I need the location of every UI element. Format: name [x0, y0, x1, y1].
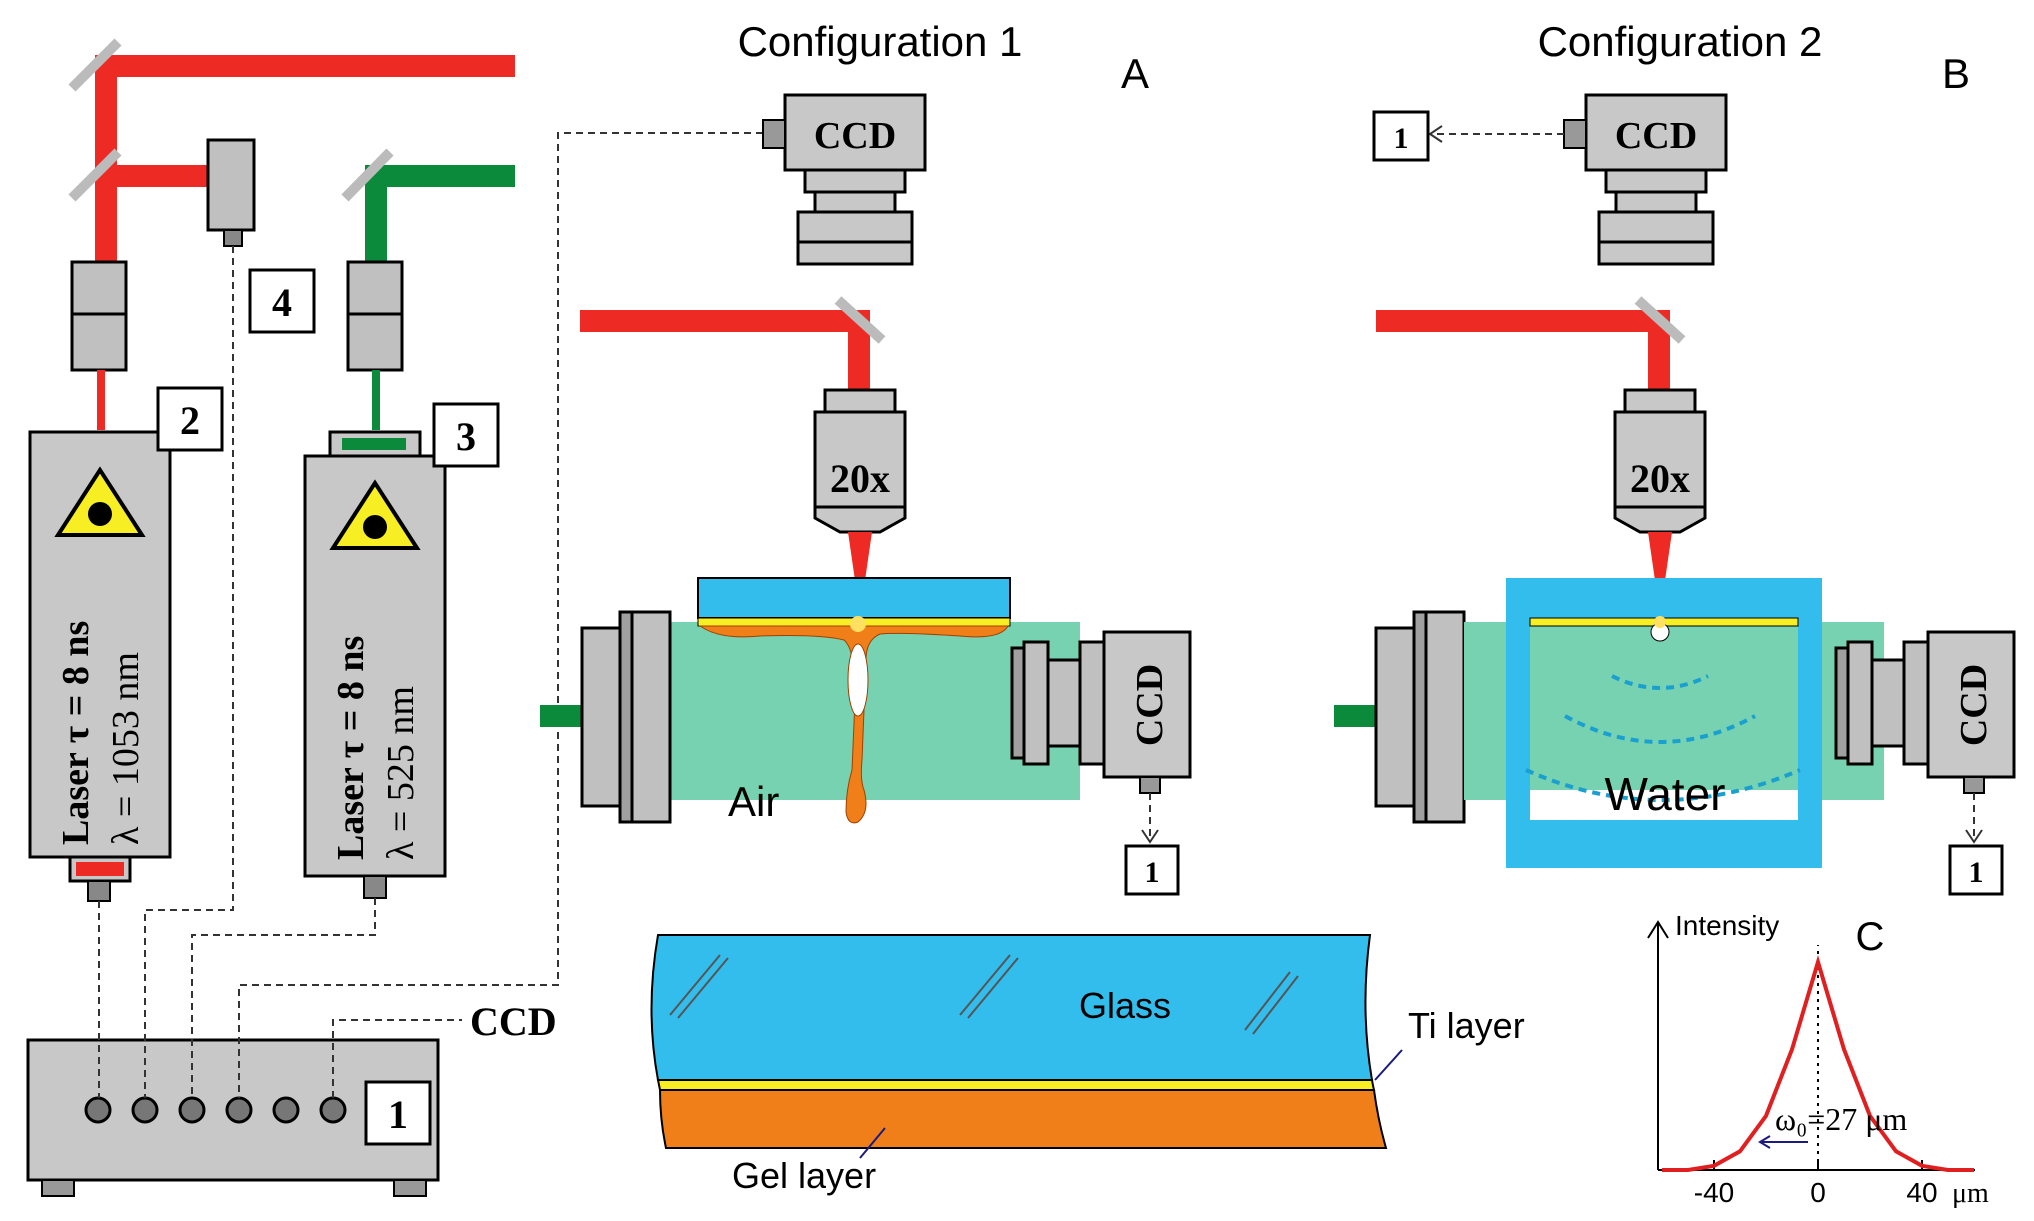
photodiode-detector — [206, 138, 256, 247]
ccd-camera-top-2: CCD 1 — [1372, 93, 1728, 266]
svg-text:1: 1 — [388, 1092, 408, 1137]
gel-jet — [698, 625, 1009, 824]
svg-text:Laser τ = 8 ns: Laser τ = 8 ns — [55, 621, 97, 845]
label-box-4: 4 — [248, 268, 316, 334]
ccd-camera-side-2: CCD 1 — [1834, 630, 2016, 896]
panel-b-label: B — [1942, 50, 1970, 97]
svg-text:CCD: CCD — [1953, 664, 1995, 746]
config1-title: Configuration 1 — [738, 18, 1023, 65]
config2-title: Configuration 2 — [1538, 18, 1823, 65]
ti-layer-label: Ti layer — [1408, 1005, 1525, 1046]
water-cell: Water — [1506, 578, 1822, 868]
mirror-icon — [834, 296, 886, 344]
svg-text:20x: 20x — [1630, 456, 1690, 501]
panel-a-label: A — [1121, 50, 1149, 97]
glass-substrate-1 — [697, 577, 1011, 619]
gel-layer-label: Gel layer — [732, 1155, 876, 1196]
x-tick-label: -40 — [1694, 1177, 1734, 1208]
svg-text:1: 1 — [1969, 856, 1984, 889]
medium-air-label: Air — [728, 778, 779, 825]
lens-assembly-left-1 — [580, 610, 672, 824]
lens-assembly-left-2 — [1374, 610, 1466, 824]
laser-beam-cfg2 — [1376, 310, 1670, 332]
svg-text:CCD: CCD — [814, 115, 896, 157]
objective-20x-2: 20x — [1613, 388, 1707, 615]
x-tick-label: 0 — [1810, 1177, 1826, 1208]
svg-text:λ = 1053 nm: λ = 1053 nm — [105, 652, 147, 845]
mirror-icon — [1634, 296, 1686, 344]
layer-cross-section: Glass Ti layer Gel layer — [650, 934, 1525, 1196]
ccd-camera-top-1: CCD — [762, 93, 927, 266]
mirror-icon — [68, 38, 122, 202]
x-axis-unit: μm — [1952, 1178, 1989, 1209]
medium-water-label: Water — [1605, 768, 1726, 820]
svg-text:1: 1 — [1394, 122, 1409, 155]
controller-unit: 1 — [26, 1038, 440, 1197]
laser-beam-green-top — [341, 148, 515, 265]
svg-text:Laser τ = 8 ns: Laser τ = 8 ns — [330, 636, 372, 860]
svg-text:λ = 525 nm: λ = 525 nm — [380, 686, 422, 860]
y-axis-label: Intensity — [1675, 910, 1779, 941]
objective-20x-1: 20x — [813, 388, 907, 615]
laser-beam-red-top — [95, 55, 515, 265]
laser-525nm: Laser τ = 8 ns λ = 525 nm — [303, 260, 447, 899]
label-box-3: 3 — [432, 402, 500, 468]
waist-annotation: ω₀=27 μm — [1775, 1101, 1907, 1137]
ccd-camera-side-1: CCD 1 — [1010, 630, 1192, 896]
ccd-port-label: CCD — [470, 999, 557, 1044]
svg-text:CCD: CCD — [1615, 115, 1697, 157]
x-tick-label: 40 — [1906, 1177, 1937, 1208]
glass-label: Glass — [1079, 985, 1171, 1026]
laser-1053nm: Laser τ = 8 ns λ = 1053 nm — [28, 260, 172, 902]
svg-text:4: 4 — [272, 280, 292, 325]
svg-text:2: 2 — [180, 398, 200, 443]
panel-c-label: C — [1856, 915, 1885, 959]
series-line — [1662, 954, 1974, 1172]
laser-beam-cfg1 — [580, 310, 870, 332]
svg-text:3: 3 — [456, 414, 476, 459]
svg-text:CCD: CCD — [1129, 664, 1171, 746]
beam-intensity-profile-chart: C Intensity -40 0 40 μm ω₀=27 μm — [1647, 910, 1989, 1209]
signal-cables — [98, 132, 763, 1098]
svg-text:1: 1 — [1145, 856, 1160, 889]
label-box-2: 2 — [156, 386, 224, 452]
svg-text:20x: 20x — [830, 456, 890, 501]
